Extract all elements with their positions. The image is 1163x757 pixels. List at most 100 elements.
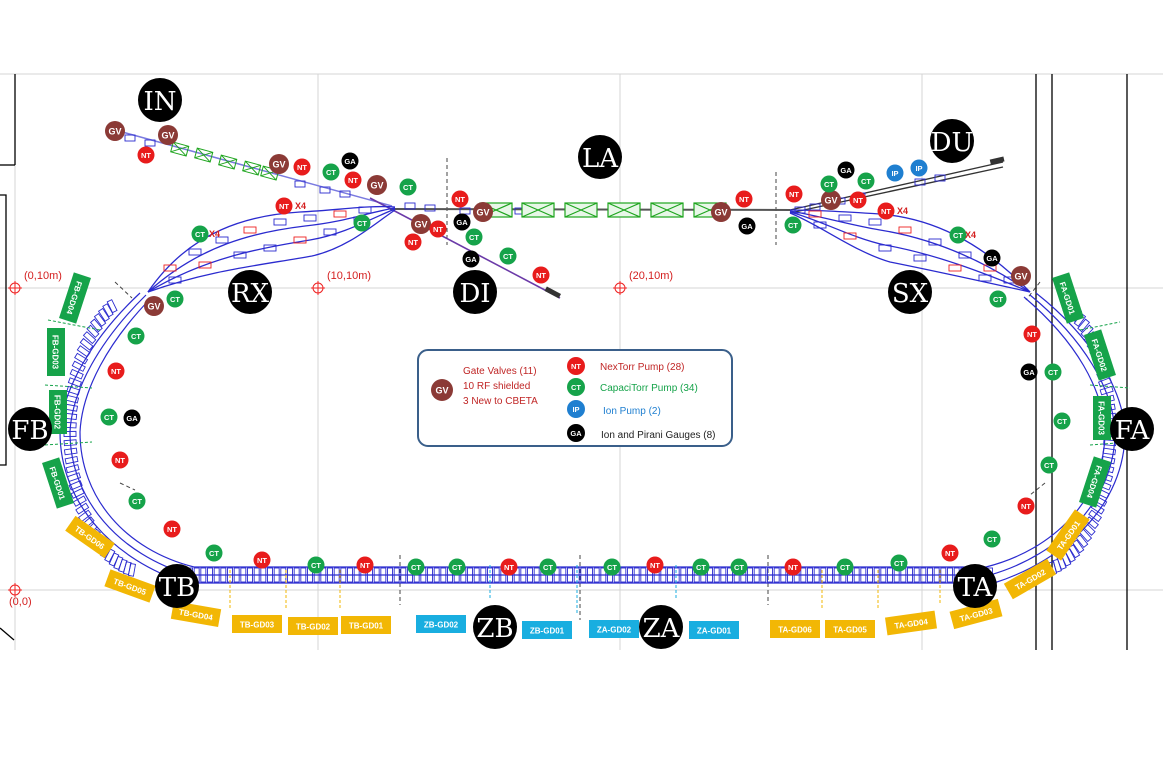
svg-text:NT: NT [881, 207, 891, 216]
legend-ct-label: CapaciTorr Pump (34) [600, 383, 698, 394]
svg-text:CT: CT [104, 413, 114, 422]
svg-text:NT: NT [433, 225, 443, 234]
nextorr-pump-marker: NT [163, 520, 181, 538]
capacitorr-pump-marker: CT [857, 172, 875, 190]
svg-text:NT: NT [571, 362, 581, 371]
gate-valve-marker: GV [821, 190, 841, 210]
zone-in: IN [138, 78, 182, 122]
x4-tag-sx-right: X4 [965, 230, 976, 240]
coord-label-10-10: (10,10m) [327, 270, 371, 282]
zone-ta: TA [953, 564, 997, 608]
girder-fb-gd03: FB-GD03 [47, 328, 65, 376]
svg-text:GV: GV [476, 208, 489, 218]
svg-text:IP: IP [891, 169, 898, 178]
svg-text:GV: GV [147, 302, 160, 312]
svg-text:GV: GV [161, 131, 174, 141]
svg-text:GV: GV [370, 181, 383, 191]
svg-text:GV: GV [714, 208, 727, 218]
svg-text:NT: NT [408, 238, 418, 247]
svg-text:NT: NT [115, 456, 125, 465]
nextorr-pump-marker: NT [784, 558, 802, 576]
svg-text:TA-GD05: TA-GD05 [833, 626, 867, 635]
nextorr-pump-marker: NT [532, 266, 550, 284]
svg-text:CT: CT [131, 332, 141, 341]
svg-text:CT: CT [503, 252, 513, 261]
nextorr-pump-marker: NT [275, 197, 293, 215]
zone-zb: ZB [473, 605, 517, 649]
zone-rx: RX [228, 270, 272, 314]
gate-valve-marker: GV [1011, 266, 1031, 286]
capacitorr-pump-marker: CT [1053, 412, 1071, 430]
svg-text:GV: GV [108, 127, 121, 137]
svg-text:NT: NT [257, 556, 267, 565]
svg-text:NT: NT [141, 151, 151, 160]
svg-text:CT: CT [734, 563, 744, 572]
svg-text:GA: GA [1023, 368, 1035, 377]
svg-text:IP: IP [915, 164, 922, 173]
capacitorr-pump-marker: CT [539, 558, 557, 576]
nextorr-pump-marker: NT [107, 362, 125, 380]
capacitorr-pump-marker: CT [603, 558, 621, 576]
capacitorr-pump-marker: CT [465, 228, 483, 246]
gauge-marker: GA [462, 250, 480, 268]
beam-dumps [544, 156, 1005, 299]
girder-tb-gd05: TB-GD05 [104, 569, 156, 603]
svg-text:CT: CT [824, 180, 834, 189]
girder-fb-gd02: FB-GD02 [49, 390, 67, 434]
nextorr-pump-marker: NT [137, 146, 155, 164]
svg-text:GA: GA [840, 166, 852, 175]
girder-ticks [229, 570, 941, 610]
injector-cavities [170, 141, 280, 181]
svg-text:GV: GV [272, 160, 285, 170]
nextorr-pump-marker: NT [429, 220, 447, 238]
gauge-marker: GA [1020, 363, 1038, 381]
nextorr-pump-marker: NT [646, 556, 664, 574]
svg-text:CT: CT [469, 233, 479, 242]
legend-gv-line2: 10 RF shielded [463, 381, 530, 392]
svg-text:CT: CT [840, 563, 850, 572]
svg-text:NT: NT [1027, 330, 1037, 339]
girder-fa-gd04: FA-GD04 [1079, 456, 1111, 508]
capacitorr-pump-marker: CT [784, 216, 802, 234]
section-dividers [114, 158, 1046, 620]
capacitorr-pump-marker: CT [949, 226, 967, 244]
svg-text:GA: GA [456, 218, 468, 227]
girder-za-gd02: ZA-GD02 [589, 620, 639, 638]
gate-valve-marker: GV [711, 202, 731, 222]
gauge-marker: GA [738, 217, 756, 235]
svg-text:ZB-GD02: ZB-GD02 [424, 621, 459, 630]
svg-text:NT: NT [536, 271, 546, 280]
svg-text:NT: NT [853, 196, 863, 205]
legend-gv-symbol: GV [431, 379, 453, 401]
x4-tag-sx-upper: X4 [897, 206, 908, 216]
svg-text:CT: CT [953, 231, 963, 240]
gate-valve-marker: GV [411, 214, 431, 234]
girder-fb-gd04: FB-GD04 [59, 272, 91, 324]
svg-text:TA: TA [958, 573, 994, 603]
gate-valve-marker: GV [158, 125, 178, 145]
svg-text:GA: GA [986, 254, 998, 263]
svg-text:RX: RX [231, 279, 270, 309]
girder-ta-gd04: TA-GD04 [884, 610, 938, 636]
svg-text:IN: IN [143, 87, 176, 117]
svg-text:NT: NT [279, 202, 289, 211]
gate-valve-marker: GV [269, 154, 289, 174]
ion-pump-marker: IP [886, 164, 904, 182]
girder-ticks-cyan [489, 565, 677, 615]
zone-tb: TB [155, 564, 199, 608]
nextorr-pump-marker: NT [404, 233, 422, 251]
svg-text:CT: CT [411, 563, 421, 572]
capacitorr-pump-marker: CT [989, 290, 1007, 308]
girder-za-gd01: ZA-GD01 [689, 621, 739, 639]
zone-labels: IN LA DU RX DI SX FB FA TB ZB ZA TA [8, 78, 1154, 649]
gauge-marker: GA [837, 161, 855, 179]
gate-valve-marker: GV [367, 175, 387, 195]
capacitorr-pump-marker: CT [448, 558, 466, 576]
svg-text:SX: SX [892, 279, 929, 309]
legend: GV Gate Valves (11) 10 RF shielded 3 New… [417, 349, 733, 447]
svg-text:NT: NT [348, 176, 358, 185]
girder-tb-gd04: TB-GD04 [170, 600, 222, 628]
